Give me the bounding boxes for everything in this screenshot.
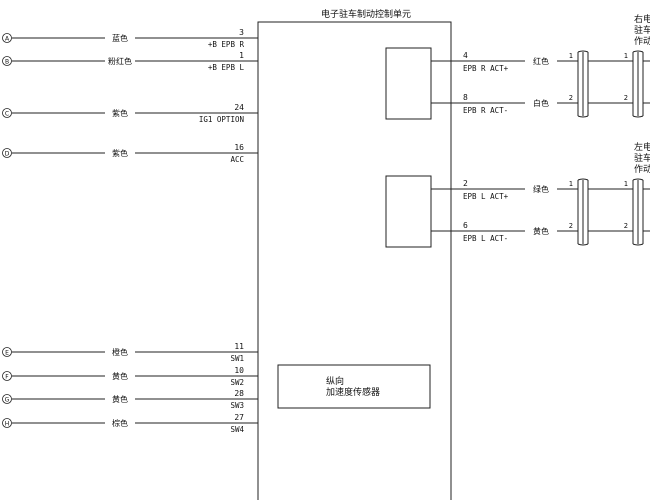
pin-number: 11 [234,342,244,351]
actuator-labels: 右电 驻车 作动 左电 驻车 作动 [634,13,650,175]
terminal-id: H [5,421,10,428]
left-actuator-driver-block [385,175,432,248]
wire-color-label: 橙色 [112,347,128,357]
signal-name: SW4 [230,425,244,434]
terminal-id: D [5,151,10,158]
actuator-pin: 2 [624,222,628,230]
terminal-id: G [5,397,10,404]
terminal-id: E [5,350,9,357]
pin-number: 3 [239,28,244,37]
wire-color-label: 白色 [533,98,549,108]
pin-number: 24 [234,103,244,112]
connector-pin: 2 [569,222,573,230]
connector-pin: 1 [569,180,573,188]
actuator-pin: 2 [624,94,628,102]
wire-color-label: 紫色 [112,148,128,158]
connector-pin: 2 [569,94,573,102]
signal-name: +B EPB R [208,40,245,49]
right-actuator-connector [632,50,644,118]
pin-number: 27 [234,413,244,422]
left-actuator-label-3: 作动 [634,163,650,175]
input-wire-a: A 蓝色 3 +B EPB R [2,28,258,49]
pin-number: 10 [234,366,244,375]
wire-color-label: 棕色 [112,418,128,428]
left-actuator-label-2: 驻车 [634,152,650,164]
accel-sensor-label-1: 纵向 [326,375,344,387]
pin-number: 16 [234,143,244,152]
right-actuator-label-2: 驻车 [634,24,650,36]
terminal-marker [2,56,12,66]
wire-color-label: 紫色 [112,108,128,118]
signal-name: EPB L ACT+ [463,192,509,201]
left-actuator-connector [632,178,644,246]
wire-color-label: 黄色 [112,394,128,404]
signal-name: SW3 [230,401,244,410]
terminal-id: C [5,111,9,118]
right-actuator-label-1: 右电 [634,13,650,25]
input-wire-b: B 粉红色 1 +B EPB L [2,51,258,72]
accel-sensor-label-2: 加速度传感器 [326,386,380,398]
pin-number: 6 [463,221,468,230]
signal-name: SW2 [230,378,244,387]
pin-number: 4 [463,51,468,60]
wire-color-label: 蓝色 [112,33,128,43]
terminal-marker [2,33,12,43]
terminal-marker [2,347,12,357]
terminal-id: F [5,374,9,381]
pin-number: 2 [463,179,468,188]
signal-name: EPB R ACT- [463,106,508,115]
pin-number: 28 [234,389,244,398]
signal-name: IG1 OPTION [199,115,244,124]
actuator-pin: 1 [624,52,628,60]
signal-name: +B EPB L [208,63,245,72]
signal-name: EPB R ACT+ [463,64,509,73]
pin-number: 8 [463,93,468,102]
signal-name: SW1 [230,354,244,363]
control-unit-title: 电子驻车制动控制单元 [321,8,411,20]
left-actuator-label-1: 左电 [634,141,650,153]
control-unit-box [257,21,452,500]
right-actuator-driver-block [385,47,432,120]
terminal-marker [2,148,12,158]
connectors [577,50,644,246]
signal-name: EPB L ACT- [463,234,508,243]
terminal-marker [2,108,12,118]
wire-color-label: 黄色 [533,226,549,236]
control-unit: 电子驻车制动控制单元 [257,8,452,500]
pin-number: 1 [239,51,244,60]
terminal-marker [2,418,12,428]
internal-blocks: 纵向 加速度传感器 [277,47,432,409]
terminal-marker [2,394,12,404]
terminal-id: A [5,36,10,43]
right-connector [577,50,589,118]
accel-sensor-block [277,364,431,409]
wire-color-label: 粉红色 [108,56,132,66]
left-connector [577,178,589,246]
wire-color-label: 绿色 [533,184,549,194]
right-actuator-label-3: 作动 [634,35,650,47]
actuator-pin: 1 [624,180,628,188]
terminal-marker [2,371,12,381]
wire-color-label: 黄色 [112,371,128,381]
terminal-id: B [5,59,9,66]
connector-pin: 1 [569,52,573,60]
wire-color-label: 红色 [533,56,549,66]
signal-name: ACC [230,155,244,164]
